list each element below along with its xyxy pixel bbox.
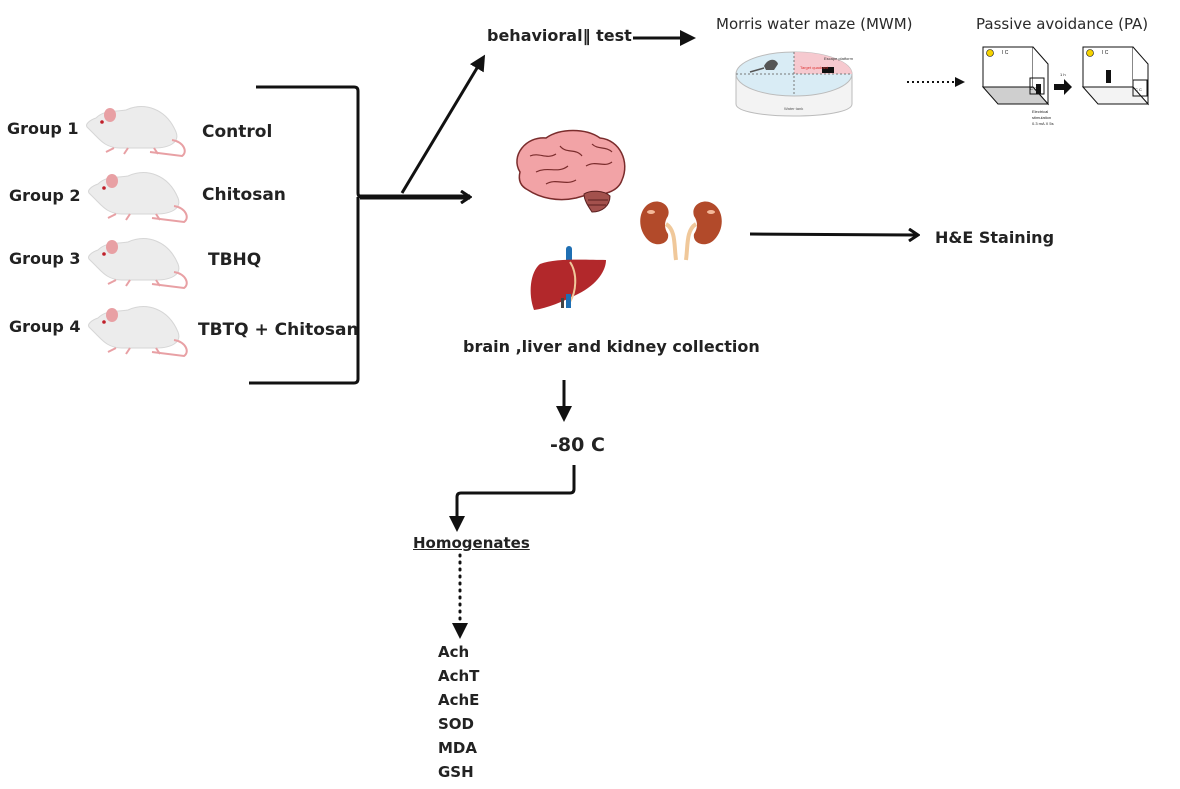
mouse-icon	[88, 306, 188, 358]
escape-platform-label: Escape platform	[824, 56, 854, 61]
liver-icon	[530, 246, 606, 310]
stimulation-label-1: Electrical	[1032, 109, 1048, 114]
mouse-icon	[86, 106, 186, 158]
kidneys-icon	[640, 201, 722, 261]
freezer-temp-label: -80 C	[550, 434, 605, 456]
group-3-label: Group 3	[9, 249, 81, 268]
marker-ache: AchE	[438, 691, 480, 709]
treatment-tbhq: TBHQ	[208, 250, 262, 270]
marker-acht: AchT	[438, 667, 480, 685]
time-label: 1 h	[1060, 72, 1066, 77]
marker-gsh: GSH	[438, 763, 474, 781]
treatment-chitosan: Chitosan	[202, 185, 286, 205]
he-staining-label: H&E Staining	[935, 228, 1055, 247]
group-2-label: Group 2	[9, 186, 81, 205]
treatment-tbtq-chitosan: TBTQ + Chitosan	[198, 320, 359, 340]
stimulation-label-2: stimulation	[1032, 115, 1051, 120]
ic-label-1: I C	[1002, 50, 1009, 56]
arrow-to-homogenates	[449, 465, 576, 532]
marker-ach: Ach	[438, 643, 470, 661]
stimulation-label-3: 0.3 mA X 5s	[1032, 121, 1054, 126]
passive-avoidance-icon: I C C C Electrical stimulation 0.3 mA X …	[981, 46, 1150, 126]
ic-label-2: I C	[1102, 50, 1109, 56]
cc-label-2: C C	[1135, 87, 1142, 92]
organ-collection-caption: brain ,liver and kidney collection	[463, 337, 760, 356]
cc-label-1: C C	[1030, 86, 1037, 91]
arrow-to-he	[749, 234, 918, 235]
marker-sod: SOD	[438, 715, 475, 733]
behavioral-test-label: behavioral‖ test	[487, 26, 632, 45]
group-1-label: Group 1	[7, 119, 79, 138]
target-quadrant-label: Target quadrant	[800, 65, 829, 70]
mouse-icon	[88, 238, 188, 290]
group-4-label: Group 4	[9, 317, 81, 336]
pa-title: Passive avoidance (PA)	[976, 15, 1149, 33]
water-tank-label: Water tank	[784, 106, 803, 111]
group-bracket	[249, 85, 363, 385]
homogenates-label: Homogenates	[413, 534, 530, 552]
arrow-to-behavioral	[400, 54, 486, 194]
mouse-icon	[88, 172, 188, 224]
treatment-control: Control	[202, 122, 273, 142]
mwm-title: Morris water maze (MWM)	[716, 15, 913, 33]
water-maze-icon: Target quadrant Escape platform Water ta…	[735, 51, 854, 117]
biomarker-list: Ach AchT AchE SOD MDA GSH	[438, 640, 479, 784]
brain-icon	[516, 129, 626, 213]
marker-mda: MDA	[438, 739, 477, 757]
